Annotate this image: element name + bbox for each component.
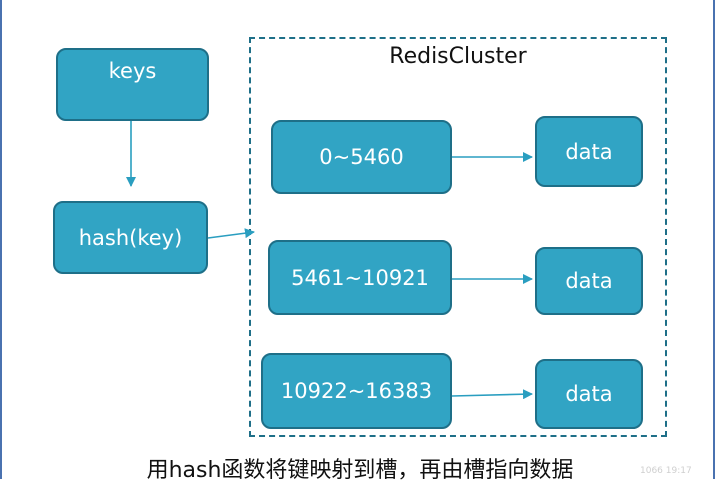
arrow-slot3-to-data3: [451, 389, 533, 400]
diagram-caption: 用hash函数将键映射到槽，再由槽指向数据: [146, 458, 574, 483]
frame-right-border: [713, 0, 715, 479]
slot-range-0-5460: 0~5460: [271, 120, 452, 194]
data-node-1: data: [535, 116, 643, 187]
arrow-hash-to-cluster: [207, 228, 255, 239]
watermark: 1066 19:17: [640, 466, 692, 476]
keys-node: keys: [56, 48, 209, 121]
slot-range-10922-16383: 10922~16383: [261, 353, 452, 429]
cluster-title: RedisCluster: [389, 44, 527, 69]
frame-left-border: [0, 0, 2, 479]
hash-key-node: hash(key): [53, 201, 208, 274]
data-node-2: data: [535, 247, 643, 315]
slot-range-5461-10921: 5461~10921: [268, 240, 452, 315]
data-node-3: data: [535, 359, 643, 429]
